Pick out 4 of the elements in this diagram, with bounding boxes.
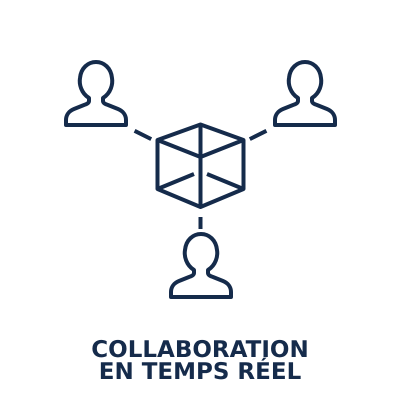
diagram-title: COLLABORATION EN TEMPS RÉEL — [90, 339, 310, 383]
cube-icon — [153, 120, 248, 212]
person-icon — [270, 58, 340, 129]
person-icon — [61, 58, 131, 129]
